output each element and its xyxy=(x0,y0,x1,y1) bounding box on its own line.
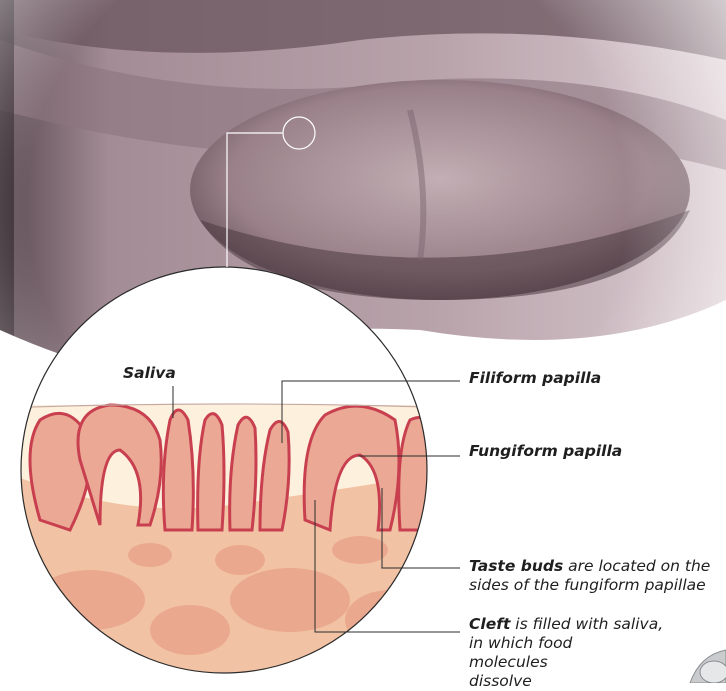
taste-buds-term: Taste buds xyxy=(469,557,563,575)
filiform-papilla-label: Filiform papilla xyxy=(469,369,601,388)
cleft-text-line4: dissolve xyxy=(469,672,663,691)
cleft-text-line2: in which food xyxy=(469,634,663,653)
cleft-label: Cleft is filled with saliva, in which fo… xyxy=(469,615,663,691)
taste-buds-text-line2: sides of the fungiform papillae xyxy=(469,576,710,595)
cleft-text: is filled with saliva, xyxy=(510,615,663,633)
cleft-text-line3: molecules xyxy=(469,653,663,672)
cleft-term: Cleft xyxy=(469,615,510,633)
fungiform-papilla-label: Fungiform papilla xyxy=(469,442,622,461)
saliva-label: Saliva xyxy=(123,364,176,383)
taste-buds-text: are located on the xyxy=(563,557,710,575)
taste-buds-label: Taste buds are located on the sides of t… xyxy=(469,557,710,595)
